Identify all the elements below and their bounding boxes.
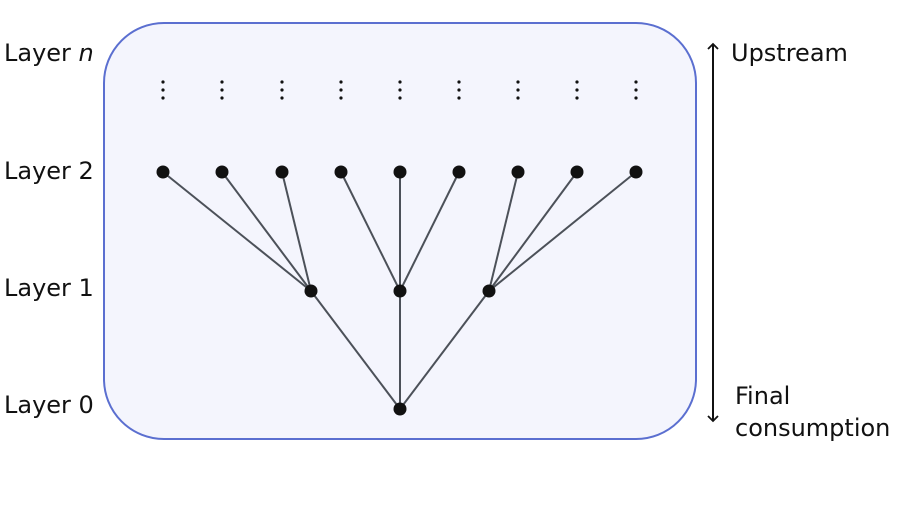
ellipsis-dot bbox=[398, 88, 402, 92]
layer-1-label: Layer 1 bbox=[4, 274, 94, 302]
continuation-dots-5 bbox=[398, 80, 402, 100]
edge-layer1-3-layer2-9 bbox=[488, 171, 637, 292]
ellipsis-dot bbox=[339, 80, 343, 84]
ellipsis-dot bbox=[161, 96, 165, 100]
ellipsis-dot bbox=[457, 80, 461, 84]
continuation-dots-group bbox=[161, 80, 638, 100]
ellipsis-dot bbox=[634, 80, 638, 84]
layer-2-node-3 bbox=[275, 165, 289, 179]
ellipsis-dot bbox=[339, 96, 343, 100]
layer-n-label: Layer n bbox=[4, 39, 94, 67]
edges-group bbox=[162, 171, 637, 410]
ellipsis-dot bbox=[280, 88, 284, 92]
ellipsis-dot bbox=[161, 88, 165, 92]
layer-2-node-8 bbox=[570, 165, 584, 179]
ellipsis-dot bbox=[398, 80, 402, 84]
ellipsis-dot bbox=[220, 88, 224, 92]
edge-layer1-1-layer2-2 bbox=[221, 171, 312, 292]
upstream-label: Upstream bbox=[731, 39, 848, 67]
edge-layer0-layer1-3 bbox=[399, 290, 490, 410]
continuation-dots-1 bbox=[161, 80, 165, 100]
edge-layer1-2-layer2-4 bbox=[340, 171, 401, 292]
ellipsis-dot bbox=[457, 88, 461, 92]
ellipsis-dot bbox=[634, 88, 638, 92]
edge-layer1-1-layer2-1 bbox=[162, 171, 312, 292]
layer-1-node-2 bbox=[393, 284, 407, 298]
edge-layer1-2-layer2-6 bbox=[399, 171, 460, 292]
continuation-dots-7 bbox=[516, 80, 520, 100]
ellipsis-dot bbox=[280, 80, 284, 84]
layer-1-node-3 bbox=[482, 284, 496, 298]
layer-2-label: Layer 2 bbox=[4, 157, 94, 185]
ellipsis-dot bbox=[516, 88, 520, 92]
ellipsis-dot bbox=[398, 96, 402, 100]
continuation-dots-9 bbox=[634, 80, 638, 100]
consumption-label: consumption bbox=[735, 414, 890, 442]
ellipsis-dot bbox=[634, 96, 638, 100]
ellipsis-dot bbox=[161, 80, 165, 84]
continuation-dots-6 bbox=[457, 80, 461, 100]
layer-2-node-1 bbox=[156, 165, 170, 179]
layer-2-node-9 bbox=[629, 165, 643, 179]
ellipsis-dot bbox=[280, 96, 284, 100]
layer-2-node-7 bbox=[511, 165, 525, 179]
layer-2-node-6 bbox=[452, 165, 466, 179]
ellipsis-dot bbox=[575, 80, 579, 84]
ellipsis-dot bbox=[220, 80, 224, 84]
continuation-dots-8 bbox=[575, 80, 579, 100]
layer-2-node-4 bbox=[334, 165, 348, 179]
layer-1-node-1 bbox=[304, 284, 318, 298]
edge-layer0-layer1-1 bbox=[310, 290, 401, 410]
continuation-dots-4 bbox=[339, 80, 343, 100]
layer-0-node bbox=[393, 402, 407, 416]
final-label: Final bbox=[735, 382, 790, 410]
ellipsis-dot bbox=[575, 96, 579, 100]
nodes-group bbox=[156, 165, 643, 416]
continuation-dots-2 bbox=[220, 80, 224, 100]
ellipsis-dot bbox=[457, 96, 461, 100]
ellipsis-dot bbox=[516, 96, 520, 100]
ellipsis-dot bbox=[220, 96, 224, 100]
ellipsis-dot bbox=[575, 88, 579, 92]
layer-n-prefix: Layer bbox=[4, 39, 79, 67]
layer-0-label: Layer 0 bbox=[4, 391, 94, 419]
layer-n-italic: n bbox=[79, 39, 94, 67]
edge-layer1-3-layer2-8 bbox=[488, 171, 578, 292]
continuation-dots-3 bbox=[280, 80, 284, 100]
layer-2-node-5 bbox=[393, 165, 407, 179]
ellipsis-dot bbox=[516, 80, 520, 84]
ellipsis-dot bbox=[339, 88, 343, 92]
layer-2-node-2 bbox=[215, 165, 229, 179]
edge-layer1-1-layer2-3 bbox=[281, 171, 312, 292]
edge-layer1-3-layer2-7 bbox=[488, 171, 519, 292]
